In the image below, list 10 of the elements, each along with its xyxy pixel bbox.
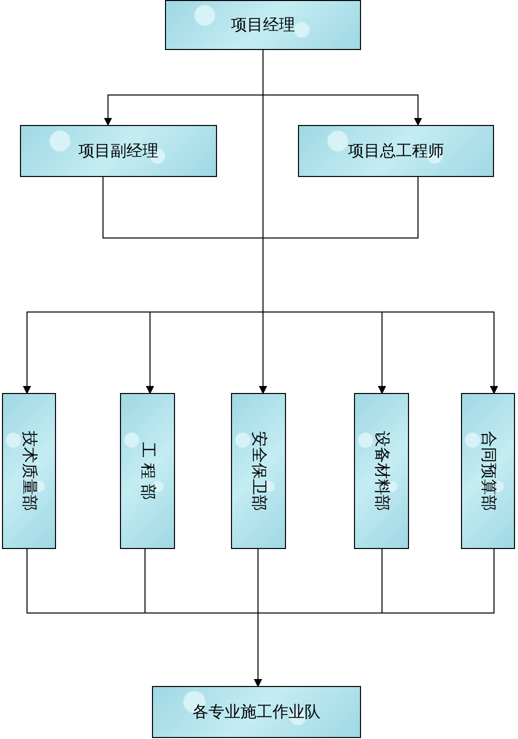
- department-box: 安全保卫部: [231, 393, 286, 549]
- department-box: 设备材料部: [354, 393, 409, 549]
- department-box: 合同预算部: [461, 393, 515, 549]
- connector-arrow: [254, 548, 494, 687]
- manager-box: 项目经理: [165, 0, 361, 50]
- deputy-box: 项目副经理: [20, 125, 217, 177]
- department-box: 技术质量部: [2, 393, 56, 549]
- engineer-box: 项目总工程师: [298, 125, 494, 177]
- team-box: 各专业施工作业队: [152, 686, 361, 738]
- department-box: 工 程 部: [120, 393, 175, 549]
